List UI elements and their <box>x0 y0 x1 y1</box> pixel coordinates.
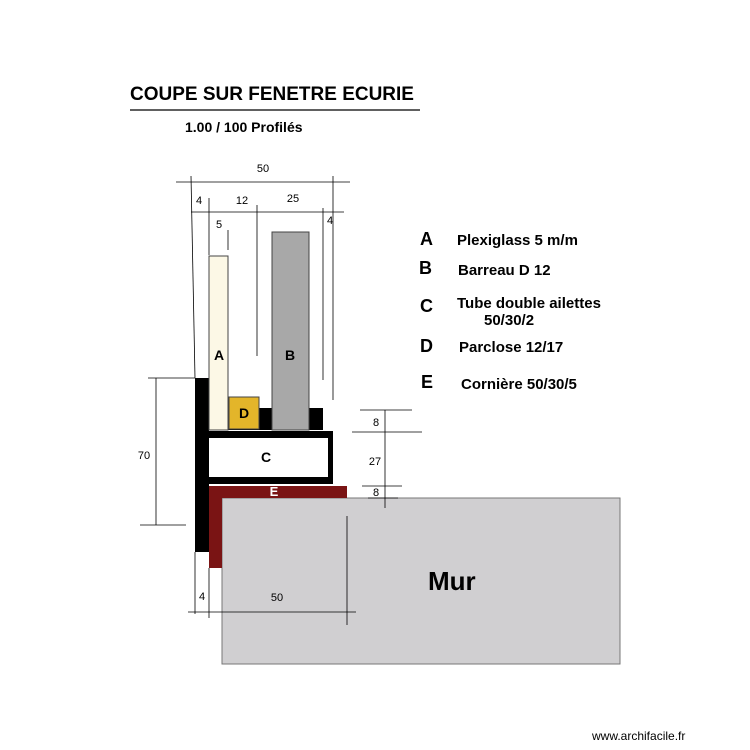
legend-text-d: Parclose 12/17 <box>459 339 563 356</box>
wall <box>221 497 621 665</box>
part-label-a: A <box>214 347 224 363</box>
plexiglass-a <box>208 255 229 431</box>
dim-top-total: 50 <box>257 163 269 175</box>
page-subtitle: 1.00 / 100 Profilés <box>185 119 303 135</box>
part-label-c: C <box>261 449 271 465</box>
frame-profile-vertical <box>195 378 209 552</box>
dim-right-8b: 8 <box>373 487 379 499</box>
corniere-e-vertical <box>209 498 222 568</box>
legend-text-b: Barreau D 12 <box>458 262 551 279</box>
legend-text-c-2: 50/30/2 <box>484 312 534 329</box>
parclose-d <box>228 396 260 430</box>
dim-right-27: 27 <box>369 456 381 468</box>
legend: A Plexiglass 5 m/m B Barreau D 12 C Tube… <box>419 229 601 393</box>
tube-c-inner <box>209 438 328 477</box>
dim-top-5: 5 <box>216 219 222 231</box>
dim-bottom-4: 4 <box>199 591 205 603</box>
legend-text-e: Cornière 50/30/5 <box>461 376 577 393</box>
corniere-e-horizontal <box>209 486 347 498</box>
legend-letter-c: C <box>420 296 433 316</box>
dim-left-70: 70 <box>138 450 150 462</box>
legend-text-a: Plexiglass 5 m/m <box>457 232 578 249</box>
dim-top-4: 4 <box>196 195 202 207</box>
barreau-b <box>271 231 310 431</box>
dim-top-4b: 4 <box>327 215 333 227</box>
legend-letter-b: B <box>419 258 432 278</box>
part-label-d: D <box>239 405 249 421</box>
legend-letter-e: E <box>421 372 433 392</box>
part-label-e: E <box>270 484 279 499</box>
legend-text-c: Tube double ailettes <box>457 295 601 312</box>
page-title: COUPE SUR FENETRE ECURIE <box>130 84 414 105</box>
wall-label: Mur <box>428 566 476 596</box>
dim-top-25: 25 <box>287 193 299 205</box>
dimension-lines <box>140 175 422 625</box>
legend-letter-a: A <box>420 229 433 249</box>
legend-letter-d: D <box>420 336 433 356</box>
part-label-b: B <box>285 347 295 363</box>
dim-right-8a: 8 <box>373 417 379 429</box>
dim-top-12: 12 <box>236 195 248 207</box>
dim-bottom-50: 50 <box>271 592 283 604</box>
credit-link[interactable]: www.archifacile.fr <box>591 729 685 743</box>
